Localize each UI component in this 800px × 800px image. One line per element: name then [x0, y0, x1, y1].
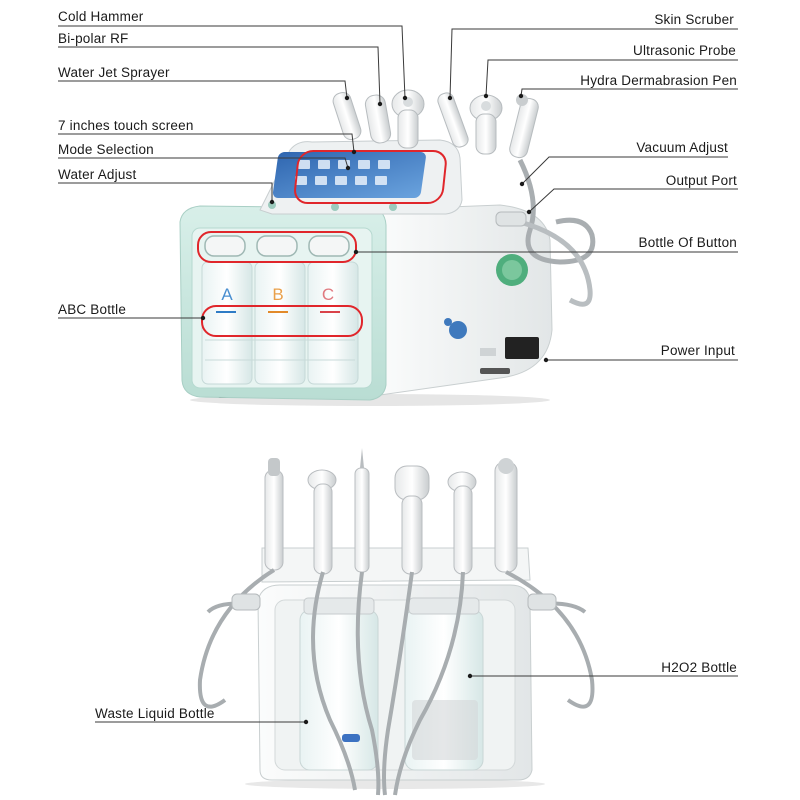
label-mode-selection: Mode Selection: [58, 142, 154, 157]
red-highlights: [197, 150, 447, 337]
leader-skin-scruber: [449, 28, 738, 99]
leader-vacuum: [521, 156, 728, 185]
screen-highlight: [294, 150, 447, 204]
leader-lines: [58, 25, 738, 723]
abc-bottles: [201, 261, 359, 385]
top-handpieces: [332, 89, 539, 159]
label-abc-bottle: ABC Bottle: [58, 302, 127, 317]
leader-cold-hammer: [58, 25, 406, 99]
label-output-port: Output Port: [665, 173, 737, 188]
label-power-input: Power Input: [660, 343, 735, 358]
handpiece-rack: [261, 547, 531, 583]
leader-dots: [200, 93, 549, 725]
label-water-jet-sprayer: Water Jet Sprayer: [58, 65, 170, 80]
leader-touch-screen: [58, 133, 355, 153]
label-cold-hammer: Cold Hammer: [58, 9, 144, 24]
label-h2o2-bottle: H2O2 Bottle: [661, 660, 737, 675]
leader-ultrasonic: [485, 59, 738, 97]
leader-hydra-pen: [520, 88, 738, 97]
bottle-letter-c: C: [322, 285, 334, 304]
leader-bipolar-rf: [58, 46, 381, 105]
label-touch-screen: 7 inches touch screen: [58, 118, 194, 133]
screen-icons: [295, 160, 390, 185]
label-skin-scruber: Skin Scruber: [654, 12, 734, 27]
label-bottle-of-button: Bottle Of Button: [638, 235, 737, 250]
label-waste-liquid-bottle: Waste Liquid Bottle: [95, 706, 215, 721]
bottom-machine: [197, 448, 595, 796]
leader-mode-selection: [58, 157, 349, 169]
output-port-icon: [495, 211, 527, 227]
bottle-buttons: [204, 235, 350, 257]
button-highlight: [197, 231, 357, 263]
label-hydra-dermabrasion-pen: Hydra Dermabrasion Pen: [580, 73, 737, 88]
leader-water-jet: [58, 80, 348, 99]
label-water-adjust: Water Adjust: [58, 167, 137, 182]
leader-output-port: [528, 188, 738, 213]
bottle-letter-a: A: [221, 285, 233, 304]
label-vacuum-adjust: Vacuum Adjust: [636, 140, 728, 155]
abc-highlight: [201, 305, 363, 337]
label-ultrasonic-probe: Ultrasonic Probe: [633, 43, 736, 58]
top-machine: [179, 89, 596, 406]
bottom-handpieces: [264, 448, 518, 575]
label-bipolar-rf: Bi-polar RF: [58, 31, 129, 46]
bottle-letter-b: B: [272, 285, 283, 304]
o2-logo-icon: [449, 321, 467, 339]
machine-right-body: [374, 204, 553, 396]
leader-water-adjust: [58, 182, 273, 202]
power-socket-icon: [505, 337, 539, 359]
